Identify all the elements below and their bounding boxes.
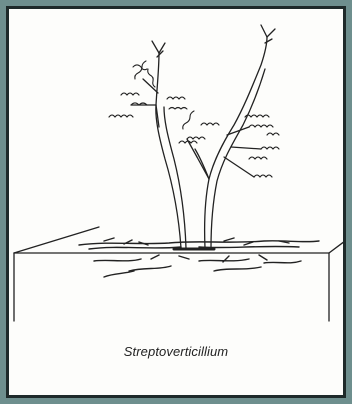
diagram-canvas: Streptoverticillium <box>9 9 343 395</box>
substrate-mycelium <box>79 238 319 277</box>
spore-chain-right-whorl <box>245 115 279 177</box>
spore-chain-center-whorl <box>179 111 219 143</box>
aerial-hypha-right <box>187 25 275 248</box>
figure-caption: Streptoverticillium <box>9 344 343 359</box>
spore-chain-upper-left <box>133 65 155 87</box>
streptoverticillium-illustration <box>9 9 343 395</box>
